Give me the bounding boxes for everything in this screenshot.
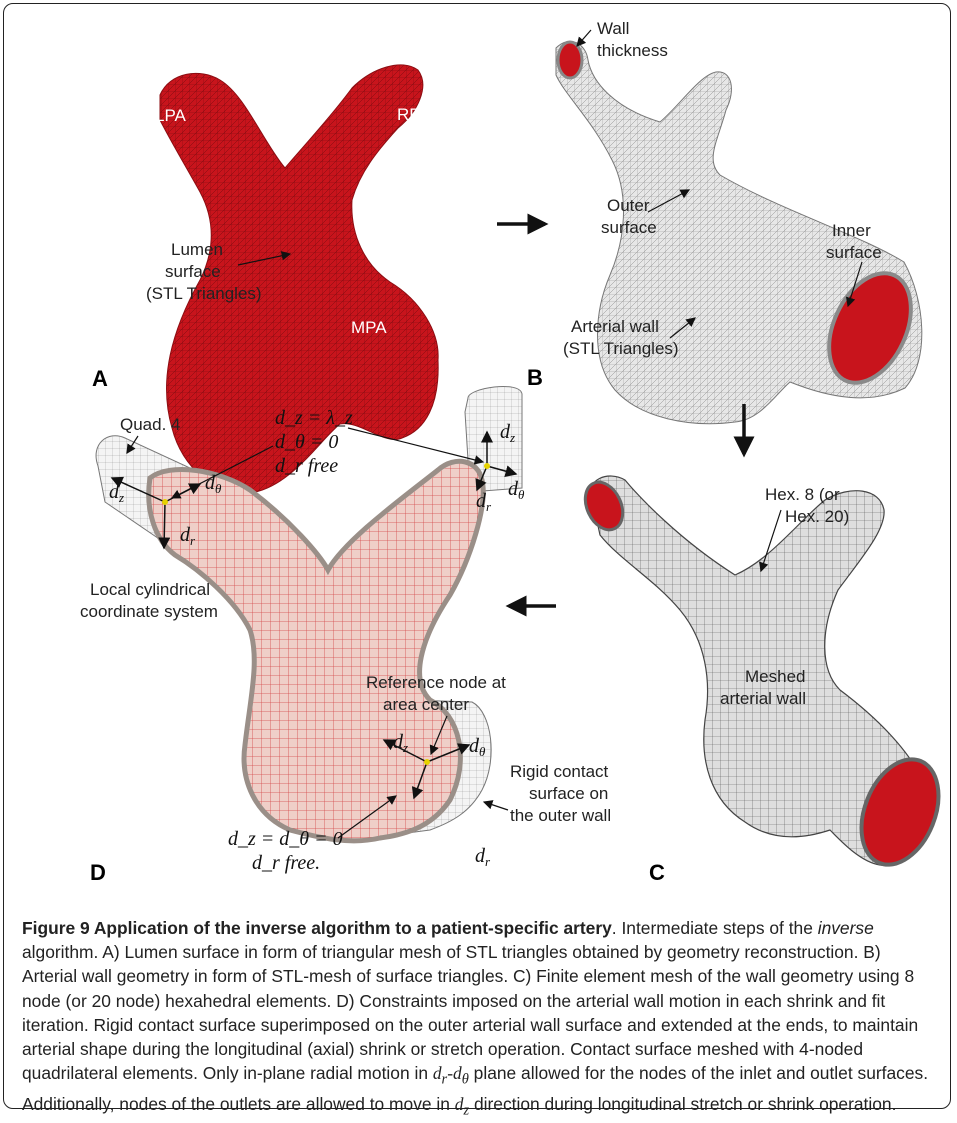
quad-label: Quad. 4 xyxy=(120,415,181,434)
hex-label-line1: Hex. 8 (or xyxy=(765,485,840,504)
ref-label-line2: area center xyxy=(383,695,469,714)
figure-caption: Figure 9 Application of the inverse algo… xyxy=(22,916,937,1123)
dr-free-label: d_r free xyxy=(275,455,338,477)
caption-title: Figure 9 Application of the inverse algo… xyxy=(22,918,612,938)
inner-label-line1: Inner xyxy=(832,221,871,240)
dz-lambda-label: d_z = λ_z xyxy=(275,407,353,429)
lumen-label-line3: (STL Triangles) xyxy=(146,284,262,303)
arterial-label-line1: Arterial wall xyxy=(571,317,659,336)
meshed-label-line2: arterial wall xyxy=(720,689,806,708)
arterial-label-line2: (STL Triangles) xyxy=(563,339,679,358)
rigid-label-line1: Rigid contact xyxy=(510,762,609,781)
svg-text:dr: dr xyxy=(476,490,492,514)
outer-label-line2: surface xyxy=(601,218,657,237)
rigid-label-line2: surface on xyxy=(529,784,608,803)
panel-d-letter: D xyxy=(90,860,106,885)
d-reference-node xyxy=(424,759,430,765)
wall-thickness-opening xyxy=(558,42,582,78)
caption-inverse: inverse xyxy=(818,918,874,938)
wall-label-line2: thickness xyxy=(597,41,668,60)
wall-label-line1: Wall xyxy=(597,19,629,38)
panel-c: Hex. 8 (or Hex. 20) Meshed arterial wall… xyxy=(578,476,953,885)
caption-dz: dz xyxy=(455,1094,469,1114)
rpa-label: RPA xyxy=(397,105,431,124)
mpa-label: MPA xyxy=(351,318,387,337)
bottom-bc-line2: d_r free. xyxy=(252,852,320,874)
panel-c-letter: C xyxy=(649,860,665,885)
hex-label-line2: Hex. 20) xyxy=(785,507,849,526)
rigid-label-line3: the outer wall xyxy=(510,806,611,825)
wall-pointer xyxy=(577,30,591,46)
lumen-label-line1: Lumen xyxy=(171,240,223,259)
bc-pointer-right xyxy=(348,428,483,462)
local-label-line2: coordinate system xyxy=(80,602,218,621)
svg-text:dr: dr xyxy=(475,845,491,869)
rigid-pointer xyxy=(484,802,508,810)
caption-text-4: direction during longitudinal stretch or… xyxy=(469,1094,896,1114)
d-node-right xyxy=(484,463,490,469)
panel-d: dz dθ dr dz dr dθ dz dθ dr Quad. 4 d_z =… xyxy=(80,386,611,885)
lumen-label-line2: surface xyxy=(165,262,221,281)
lpa-label: LPA xyxy=(155,106,187,125)
bottom-bc-line1: d_z = d_θ = 0 xyxy=(228,828,343,850)
caption-dr-dtheta: dr-dθ xyxy=(433,1063,469,1083)
d-node-left xyxy=(162,499,168,505)
caption-text-1: . Intermediate steps of the xyxy=(612,918,818,938)
panel-a-letter: A xyxy=(92,366,108,391)
ref-label-line1: Reference node at xyxy=(366,673,506,692)
local-label-line1: Local cylindrical xyxy=(90,580,210,599)
inner-label-line2: surface xyxy=(826,243,882,262)
figure-panels: LPA RPA MPA Lumen surface (STL Triangles… xyxy=(0,0,957,912)
meshed-label-line1: Meshed xyxy=(745,667,805,686)
outer-label-line1: Outer xyxy=(607,196,650,215)
panel-b-letter: B xyxy=(527,365,543,390)
panel-b: Wall thickness Outer surface Inner surfa… xyxy=(527,19,927,424)
d-artery-body xyxy=(149,461,483,841)
dtheta-zero-label: d_θ = 0 xyxy=(275,431,338,453)
